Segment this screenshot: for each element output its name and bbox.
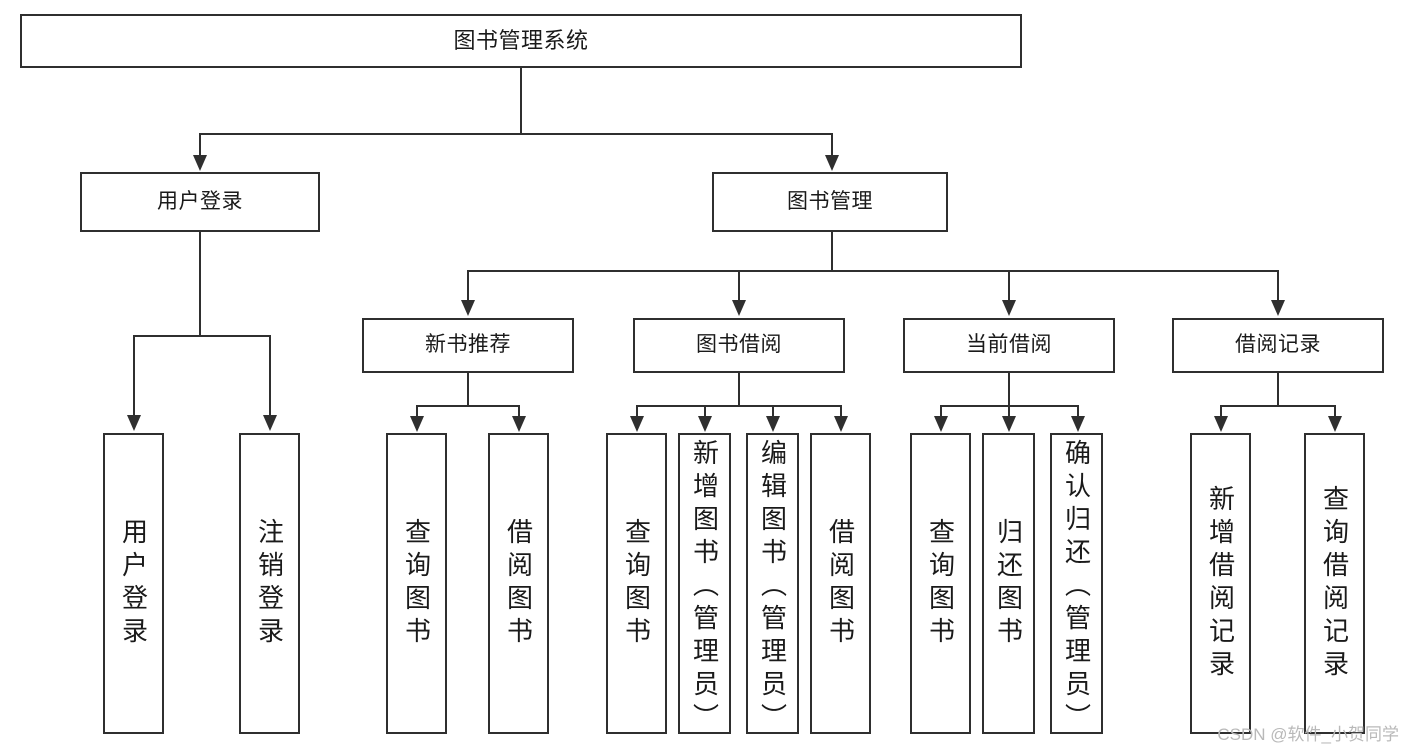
connector-root-to-l2-1	[831, 133, 833, 157]
arrow-l2-1-to-l3-2	[1002, 300, 1016, 316]
leaf-edit-book-admin[interactable]: 编辑图书（管理员）	[746, 433, 799, 736]
node-root-system[interactable]: 图书管理系统	[20, 14, 1022, 68]
arrow-l3-1-to-leaf-2	[766, 416, 780, 432]
connector-l2-0-stem	[199, 232, 201, 336]
leaf-query-book-recommend[interactable]: 查询图书	[386, 433, 447, 734]
connector-l3-0-stem	[467, 373, 469, 407]
connector-l3-0-bus	[416, 405, 518, 407]
connector-l3-1-stem	[738, 373, 740, 407]
arrow-l3-3-to-leaf-0	[1214, 416, 1228, 432]
arrow-l3-0-to-leaf-1	[512, 416, 526, 432]
connector-l3-3-to-leaf-0	[1220, 405, 1222, 419]
node-label: 查询图书	[401, 517, 432, 650]
connector-l3-1-bus	[636, 405, 840, 407]
node-label: 新书推荐	[425, 333, 511, 357]
connector-l3-1-to-leaf-2	[772, 405, 774, 419]
arrow-l2-0-to-leaf-1	[263, 415, 277, 431]
node-label: 图书管理	[787, 189, 873, 213]
node-label: 借阅图书	[503, 517, 534, 650]
arrow-l2-0-to-leaf-0	[127, 415, 141, 431]
connector-l3-2-to-leaf-0	[940, 405, 942, 419]
node-book-management[interactable]: 图书管理	[712, 172, 948, 232]
connector-l2-0-to-leaf-0	[133, 335, 135, 417]
connector-l3-0-to-leaf-1	[518, 405, 520, 419]
node-label: 图书管理系统	[453, 28, 589, 54]
leaf-borrow-book-recommend[interactable]: 借阅图书	[488, 433, 549, 734]
node-borrow-record[interactable]: 借阅记录	[1172, 318, 1384, 373]
connector-l2-0-to-leaf-1	[269, 335, 271, 417]
leaf-borrow-book-borrow[interactable]: 借阅图书	[810, 433, 871, 734]
connector-l3-0-to-leaf-0	[416, 405, 418, 419]
leaf-return-book[interactable]: 归还图书	[982, 433, 1035, 734]
node-label: 新增借阅记录	[1205, 484, 1236, 683]
leaf-logout[interactable]: 注销登录	[239, 433, 300, 734]
node-label: 用户登录	[157, 189, 243, 213]
connector-l3-3-bus	[1220, 405, 1334, 407]
connector-l3-1-to-leaf-0	[636, 405, 638, 419]
arrow-l3-1-to-leaf-1	[698, 416, 712, 432]
node-label: 当前借阅	[966, 333, 1052, 357]
connector-l3-1-to-leaf-1	[704, 405, 706, 419]
node-label: 用户登录	[118, 517, 149, 650]
arrow-l3-1-to-leaf-3	[834, 416, 848, 432]
connector-root-to-l2-0	[199, 133, 201, 157]
arrow-l3-2-to-leaf-2	[1071, 416, 1085, 432]
connector-l3-2-stem	[1008, 373, 1010, 407]
leaf-user-login[interactable]: 用户登录	[103, 433, 164, 734]
connector-l2-0-bus	[133, 335, 269, 337]
node-user-login[interactable]: 用户登录	[80, 172, 320, 232]
connector-l3-1-to-leaf-3	[840, 405, 842, 419]
connector-root-stem	[520, 68, 522, 134]
connector-l3-3-to-leaf-1	[1334, 405, 1336, 419]
connector-l3-2-to-leaf-1	[1008, 405, 1010, 419]
node-label: 注销登录	[254, 517, 285, 650]
arrow-l2-1-to-l3-0	[461, 300, 475, 316]
connector-root-bus	[199, 133, 832, 135]
csdn-watermark: CSDN @软件_小贺同学	[1217, 725, 1399, 744]
node-label: 编辑图书（管理员）	[757, 439, 788, 736]
leaf-query-book-borrow[interactable]: 查询图书	[606, 433, 667, 734]
arrow-l3-2-to-leaf-0	[934, 416, 948, 432]
connector-l2-1-to-l3-1	[738, 270, 740, 302]
arrow-l3-0-to-leaf-0	[410, 416, 424, 432]
connector-l2-1-to-l3-0	[467, 270, 469, 302]
node-label: 查询借阅记录	[1319, 484, 1350, 683]
arrow-root-to-l2-0	[193, 155, 207, 171]
connector-l2-1-stem	[831, 232, 833, 272]
leaf-add-book-admin[interactable]: 新增图书（管理员）	[678, 433, 731, 736]
node-label: 借阅记录	[1235, 333, 1321, 357]
connector-l2-1-to-l3-3	[1277, 270, 1279, 302]
arrow-l3-1-to-leaf-0	[630, 416, 644, 432]
connector-l2-1-bus	[467, 270, 1278, 272]
node-book-borrow[interactable]: 图书借阅	[633, 318, 845, 373]
node-label: 确认归还（管理员）	[1061, 439, 1092, 736]
leaf-query-borrow-record[interactable]: 查询借阅记录	[1304, 433, 1365, 734]
connector-l3-2-to-leaf-2	[1077, 405, 1079, 419]
connector-l3-3-stem	[1277, 373, 1279, 407]
arrow-l3-2-to-leaf-1	[1002, 416, 1016, 432]
node-current-borrow[interactable]: 当前借阅	[903, 318, 1115, 373]
node-label: 新增图书（管理员）	[689, 439, 720, 736]
connector-l2-1-to-l3-2	[1008, 270, 1010, 302]
leaf-query-book-current[interactable]: 查询图书	[910, 433, 971, 734]
node-label: 借阅图书	[825, 517, 856, 650]
node-label: 查询图书	[925, 517, 956, 650]
leaf-add-borrow-record[interactable]: 新增借阅记录	[1190, 433, 1251, 734]
leaf-confirm-return-admin[interactable]: 确认归还（管理员）	[1050, 433, 1103, 736]
arrow-l2-1-to-l3-3	[1271, 300, 1285, 316]
arrow-l2-1-to-l3-1	[732, 300, 746, 316]
arrow-root-to-l2-1	[825, 155, 839, 171]
node-label: 查询图书	[621, 517, 652, 650]
arrow-l3-3-to-leaf-1	[1328, 416, 1342, 432]
node-label: 图书借阅	[696, 333, 782, 357]
node-new-book-recommend[interactable]: 新书推荐	[362, 318, 574, 373]
node-label: 归还图书	[993, 517, 1024, 650]
